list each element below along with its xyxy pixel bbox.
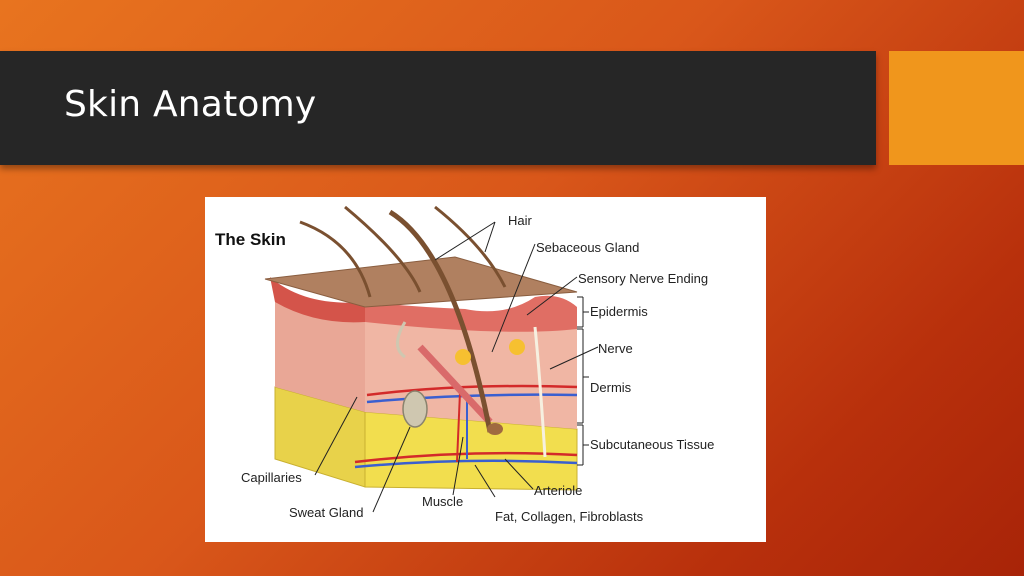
slide-title: Skin Anatomy (64, 84, 317, 125)
label-dermis: Dermis (590, 380, 632, 395)
label-sweat-gland: Sweat Gland (289, 505, 364, 520)
label-hair: Hair (508, 213, 532, 228)
accent-box (889, 51, 1024, 165)
label-muscle: Muscle (422, 494, 464, 509)
figure-title: The Skin (215, 230, 286, 249)
label-arteriole: Arteriole (534, 483, 583, 498)
label-sensory-nerve-ending: Sensory Nerve Ending (578, 271, 709, 286)
label-sebaceous-gland: Sebaceous Gland (536, 240, 640, 255)
skin-diagram: The Skin Hair Sebaceous Gland Sensory Ne… (205, 197, 766, 542)
label-capillaries: Capillaries (241, 470, 302, 485)
label-epidermis: Epidermis (590, 304, 648, 319)
skin-illustration (264, 205, 599, 513)
label-subcutaneous-tissue: Subcutaneous Tissue (590, 437, 715, 452)
label-fat-collagen-fibroblasts: Fat, Collagen, Fibroblasts (495, 509, 644, 524)
title-bar (0, 51, 876, 165)
label-nerve: Nerve (598, 341, 633, 356)
